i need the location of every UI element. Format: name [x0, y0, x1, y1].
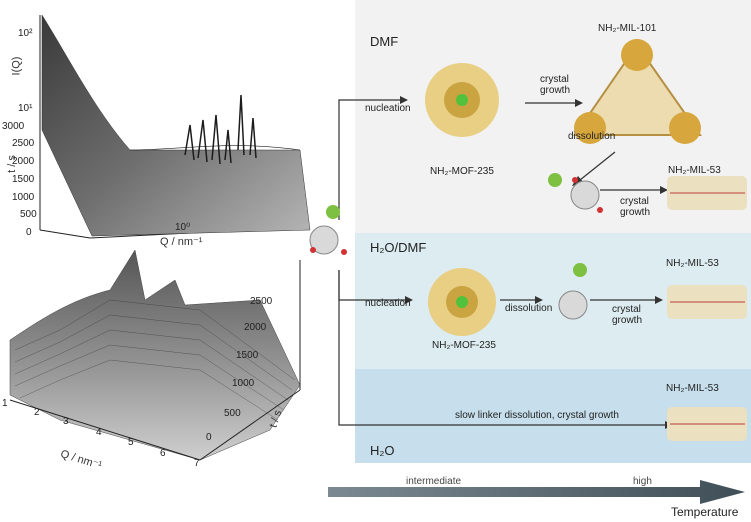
- process-slow-dissolution: slow linker dissolution, crystal growth: [455, 410, 619, 421]
- top-t-tick-500: 500: [20, 209, 37, 220]
- bottom-t-tick-500: 500: [224, 408, 241, 419]
- process-nucleation-2: nucleation: [365, 298, 411, 309]
- solvent-h2o-dmf: H₂O/DMF: [370, 240, 427, 255]
- temperature-arrow: [328, 480, 745, 504]
- top-y-tick-2: 10¹: [18, 103, 33, 114]
- top-t-tick-3000: 3000: [2, 121, 25, 132]
- top-y-tick-1: 10²: [18, 28, 33, 39]
- label-nh2-mil-53-2: NH₂-MIL-53: [666, 258, 719, 269]
- bottom-t-tick-1500: 1500: [236, 350, 259, 361]
- process-crystal-growth-2: crystal growth: [620, 196, 651, 218]
- label-nh2-mil-101: NH₂-MIL-101: [598, 23, 657, 34]
- solvent-h2o: H₂O: [370, 443, 395, 458]
- process-dissolution-1: dissolution: [568, 131, 616, 142]
- linker-molecule-2: [548, 173, 603, 213]
- top-t-tick-1000: 1000: [12, 192, 35, 203]
- temperature-high-label: high: [633, 476, 652, 487]
- process-crystal-growth-1: crystal growth: [540, 74, 571, 96]
- bottom-t-tick-1000: 1000: [232, 378, 255, 389]
- bottom-axes: [9, 260, 301, 461]
- label-nh2-mof-235-2: NH₂-MOF-235: [432, 340, 496, 351]
- nh2-mil-101-structure: [573, 39, 702, 144]
- top-surface: [41, 14, 311, 237]
- temperature-low-label: intermediate: [406, 476, 462, 487]
- bottom-q-tick-3: 3: [63, 416, 69, 427]
- process-dissolution-2: dissolution: [505, 303, 553, 314]
- label-nh2-mil-53-3: NH₂-MIL-53: [666, 383, 719, 394]
- process-crystal-growth-3: crystal growth: [612, 304, 643, 326]
- bottom-t-tick-0: 0: [206, 432, 212, 443]
- temperature-axis-label: Temperature: [671, 505, 739, 519]
- nh2-mof-235-structure-1: [425, 63, 499, 137]
- bottom-t-tick-2500: 2500: [250, 296, 273, 307]
- top-q-axis-label: Q / nm⁻¹: [160, 236, 203, 248]
- top-surface-peaks: [184, 94, 257, 165]
- nh2-mof-235-structure-2: [428, 268, 496, 336]
- top-q-tick-1: 10⁰: [175, 222, 191, 233]
- bottom-surface: [9, 249, 301, 461]
- top-t-tick-2000: 2000: [12, 156, 35, 167]
- top-t-tick-1500: 1500: [12, 174, 35, 185]
- linker-molecule-1: [309, 205, 347, 255]
- top-y-axis-label: I(Q): [10, 56, 23, 76]
- bottom-q-tick-4: 4: [96, 427, 102, 438]
- bottom-t-tick-2000: 2000: [244, 322, 267, 333]
- nh2-mil-53-structure-3: [667, 407, 747, 441]
- bottom-q-tick-7: 7: [194, 458, 200, 469]
- label-nh2-mof-235-1: NH₂-MOF-235: [430, 166, 494, 177]
- nh2-mil-53-structure-1: [667, 176, 747, 210]
- top-t-tick-0: 0: [26, 227, 32, 238]
- bottom-surface-ridges: [14, 299, 296, 421]
- nh2-mil-53-structure-2: [667, 285, 747, 319]
- linker-molecule-3: [558, 263, 588, 320]
- solvent-dmf: DMF: [370, 34, 399, 49]
- bottom-q-tick-5: 5: [128, 437, 134, 448]
- top-t-tick-2500: 2500: [12, 138, 35, 149]
- bottom-q-tick-1: 1: [2, 398, 8, 409]
- process-nucleation-1: nucleation: [365, 103, 411, 114]
- bottom-q-tick-6: 6: [160, 448, 166, 459]
- diagram-arrows: [338, 99, 665, 426]
- bottom-q-tick-2: 2: [34, 407, 40, 418]
- label-nh2-mil-53-1: NH₂-MIL-53: [668, 165, 721, 176]
